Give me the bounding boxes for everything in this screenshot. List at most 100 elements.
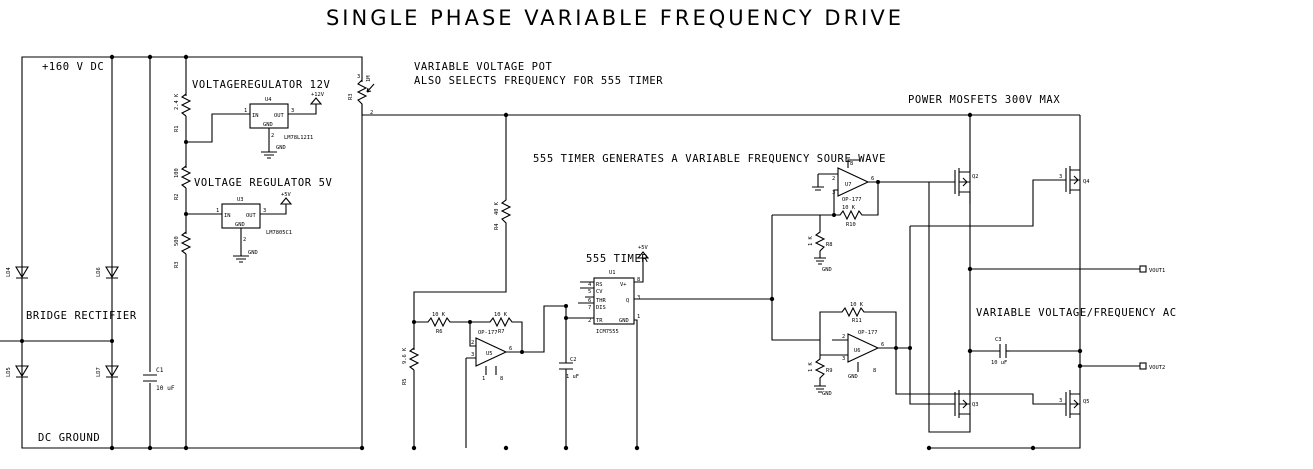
svg-text:R3: R3 [348, 94, 354, 101]
diagram-title: SINGLE PHASE VARIABLE FREQUENCY DRIVE [326, 6, 904, 30]
output-note: VARIABLE VOLTAGE/FREQUENCY AC [976, 307, 1177, 319]
svg-text:GND: GND [619, 318, 629, 324]
svg-text:R3: R3 [174, 262, 180, 269]
vreg12-label: VOLTAGEREGULATOR 12V [192, 79, 331, 91]
svg-text:10 K: 10 K [432, 312, 446, 318]
regulator-u3: U3 IN OUT GND 1 3 2 LM7805C1 GND +5V [186, 192, 293, 263]
diode-ld6: LD6 [96, 266, 119, 279]
svg-text:GND: GND [822, 391, 832, 397]
split-path [771, 215, 832, 356]
svg-text:Q: Q [626, 298, 629, 304]
svg-text:4: 4 [588, 282, 591, 288]
svg-text:2.4 K: 2.4 K [174, 93, 180, 110]
bridge-label: BRIDGE RECTIFIER [26, 310, 137, 322]
svg-text:OP-177: OP-177 [478, 330, 497, 336]
resistor-r4: 40 K R4 [413, 115, 512, 448]
svg-text:3: 3 [637, 295, 640, 301]
diode-ld7: LD7 [96, 365, 119, 378]
regulator-u4: U4 IN OUT GND 1 3 2 LM78L12I1 GND +12V [186, 92, 325, 159]
timer-title: 555 TIMER [586, 253, 648, 265]
svg-text:OP-177: OP-177 [858, 330, 877, 336]
svg-text:Q2: Q2 [972, 174, 979, 180]
vreg5-label: VOLTAGE REGULATOR 5V [194, 177, 333, 189]
svg-text:LD4: LD4 [6, 267, 12, 277]
svg-text:7: 7 [588, 305, 591, 311]
pot-note-2: ALSO SELECTS FREQUENCY FOR 555 TIMER [414, 75, 663, 87]
svg-text:IN: IN [252, 113, 259, 119]
svg-text:10 uF: 10 uF [991, 360, 1007, 366]
svg-text:8: 8 [850, 161, 853, 167]
supply-frame [21, 56, 363, 449]
svg-text:1M: 1M [366, 75, 372, 82]
svg-text:1: 1 [482, 376, 485, 382]
svg-text:2: 2 [588, 318, 591, 324]
svg-text:6: 6 [509, 346, 512, 352]
svg-text:2: 2 [370, 110, 373, 116]
svg-text:R7: R7 [498, 329, 505, 335]
mosfet-q5: Q5 3 [1059, 390, 1090, 418]
svg-text:LM7805C1: LM7805C1 [266, 230, 292, 236]
resistor-r6: 10 K R6 [414, 312, 476, 347]
svg-text:+5V: +5V [281, 192, 291, 198]
svg-text:LD7: LD7 [96, 367, 102, 377]
svg-text:R10: R10 [846, 222, 856, 228]
svg-text:GND: GND [822, 267, 832, 273]
rail-junctions [109, 54, 1036, 451]
svg-text:3: 3 [1059, 398, 1062, 404]
gate-drive-b [895, 348, 1066, 405]
svg-text:TR: TR [596, 318, 603, 324]
svg-text:ICM7555: ICM7555 [596, 329, 619, 335]
mosfet-q3: Q3 [954, 390, 979, 418]
hbridge-left-rail [928, 115, 971, 433]
vout2-terminal [1139, 362, 1147, 370]
u6-gnd-label: GND [848, 374, 858, 380]
svg-text:RS: RS [596, 282, 603, 288]
svg-text:U4: U4 [265, 97, 272, 103]
svg-text:2: 2 [243, 237, 246, 243]
svg-text:U3: U3 [237, 197, 244, 203]
opamp-u6: 2 3 6 U6 OP-177 8 [832, 330, 910, 374]
svg-text:1: 1 [216, 208, 219, 214]
svg-text:R8: R8 [826, 242, 833, 248]
opamp-u5: 2 3 6 1 8 U5 OP-177 [465, 305, 566, 448]
svg-text:8: 8 [637, 277, 640, 283]
svg-text:Q3: Q3 [972, 402, 979, 408]
resistor-r3: 500 R3 [174, 231, 192, 269]
svg-text:3: 3 [291, 108, 294, 114]
svg-text:C2: C2 [570, 357, 577, 363]
svg-text:8: 8 [873, 368, 876, 374]
svg-text:2: 2 [832, 176, 835, 182]
svg-text:U5: U5 [486, 351, 493, 357]
svg-text:+12V: +12V [311, 92, 325, 98]
svg-text:1 K: 1 K [808, 236, 814, 246]
svg-text:DIS: DIS [596, 305, 606, 311]
svg-text:R11: R11 [852, 318, 862, 324]
svg-text:R5: R5 [402, 379, 408, 386]
mosfet-note: POWER MOSFETS 300V MAX [908, 94, 1060, 106]
svg-text:500: 500 [174, 236, 180, 246]
timer-u1: U1 RS CV THR DIS TR V+ Q GND ICM7555 4 5… [565, 245, 772, 448]
svg-text:GND: GND [263, 122, 273, 128]
diode-ld5: LD5 [6, 365, 29, 378]
svg-text:100: 100 [174, 168, 180, 178]
svg-text:+5V: +5V [638, 245, 648, 251]
svg-text:C3: C3 [995, 337, 1002, 343]
svg-text:Q5: Q5 [1083, 399, 1090, 405]
resistor-r2: 100 R2 [174, 165, 192, 200]
pot-note-1: VARIABLE VOLTAGE POT [414, 61, 553, 73]
resistor-r11: 10 K R11 [819, 302, 897, 348]
svg-text:LD5: LD5 [6, 367, 12, 377]
svg-text:6: 6 [588, 298, 591, 304]
vout1-terminal [1139, 265, 1147, 273]
svg-text:10 uF: 10 uF [156, 385, 175, 392]
capacitor-c2: C2 1 uF [559, 318, 579, 448]
svg-text:2: 2 [471, 340, 474, 346]
svg-text:6: 6 [881, 342, 884, 348]
potentiometer: R3 1M 3 2 [348, 74, 1080, 116]
svg-text:6: 6 [871, 176, 874, 182]
diode-ld4: LD4 [6, 266, 29, 279]
svg-text:U1: U1 [609, 270, 616, 276]
resistor-r1: 2.4 K R1 [174, 93, 192, 132]
gate-drive-a [909, 179, 1066, 405]
